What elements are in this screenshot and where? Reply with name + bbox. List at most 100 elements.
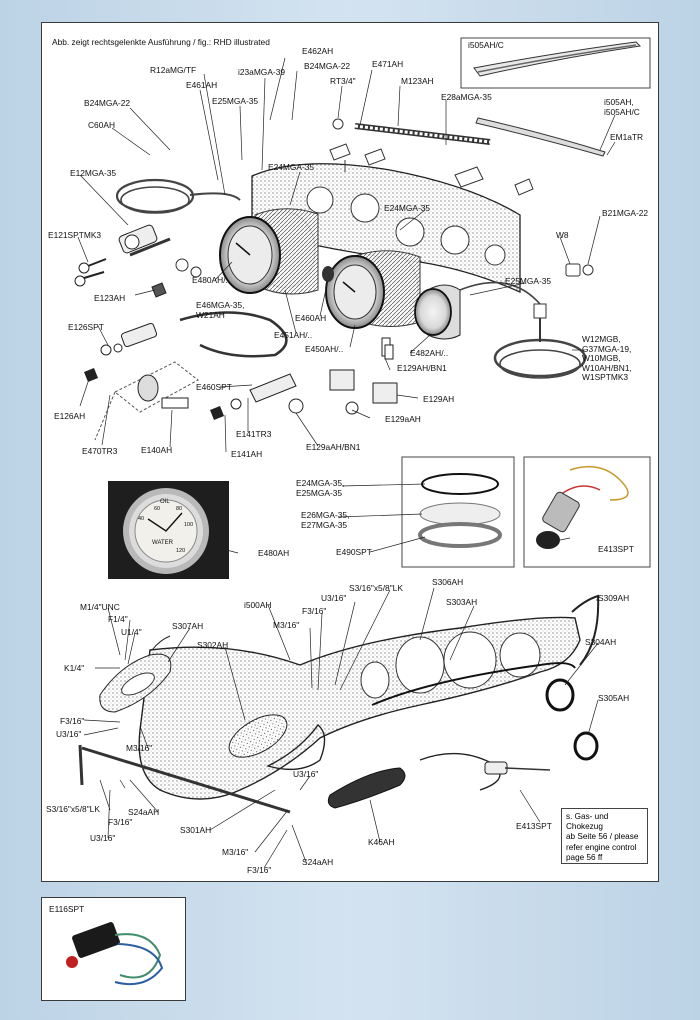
b21-nut [582, 264, 594, 276]
label-e12mga35: E12MGA-35 [70, 168, 117, 178]
cable-m123ah-inner [354, 124, 491, 144]
speedometer-gauge [325, 250, 421, 329]
fascia-seal-s303ah [371, 662, 576, 706]
label-k46ah: K46AH [368, 837, 395, 847]
label-e116spt: E116SPT [49, 904, 85, 914]
trim-strip-i505ah [475, 117, 606, 157]
label-e413spt-a: E413SPT [598, 544, 634, 554]
bracket-2 [364, 148, 386, 166]
gauge-scale-100: 100 [184, 522, 194, 528]
label-u1-4: U1/4" [121, 627, 142, 637]
label-e25mga35-top: E25MGA-35 [212, 96, 259, 106]
pull-handle-k46ah [327, 767, 406, 809]
leader-lines [77, 57, 616, 869]
label-u3-16-l: U3/16" [56, 729, 82, 739]
label-w12mgb-group: W12MGB, G37MGA-19, W10MGB, W10AH/BN1, W1… [582, 334, 632, 383]
toggle-switch-b [372, 382, 398, 404]
lighter-body-lower [484, 761, 508, 775]
label-b21mga22: B21MGA-22 [602, 208, 649, 218]
escutcheon-s305ah [573, 731, 599, 761]
label-e24mga35-a: E24MGA-35 [268, 162, 315, 172]
cigar-lighter-e413spt [536, 465, 629, 549]
label-e123ah: E123AH [94, 293, 126, 303]
label-ring2: E26MGA-35, E27MGA-35 [301, 510, 350, 530]
label-s309ah: S309AH [598, 593, 630, 603]
indicator-dashed-group [114, 361, 199, 413]
label-s307ah: S307AH [172, 621, 204, 631]
trim-strip-highlight [477, 44, 637, 73]
label-i23amga39: i23aMGA-39 [238, 67, 286, 77]
label-b24mga22-left: B24MGA-22 [84, 98, 131, 108]
label-e450ah: E450AH/.. [305, 344, 344, 354]
engine-control-note: s. Gas- und Chokezug ab Seite 56 / pleas… [561, 808, 648, 864]
map-light-s302ah [228, 714, 288, 758]
tacho-cable-e46mga [179, 311, 288, 358]
choke-cable-lower [504, 767, 551, 771]
dashed-leader [94, 391, 116, 441]
label-u3-16-l2: U3/16" [90, 833, 116, 843]
washer-a [175, 258, 189, 272]
bracket-4 [514, 178, 534, 196]
label-e490spt: E490SPT [336, 547, 372, 557]
dash-hole-3 [395, 217, 425, 247]
label-s301ah: S301AH [180, 825, 212, 835]
label-e141tr3: E141TR3 [236, 429, 272, 439]
switch-shaft [129, 237, 171, 257]
label-em1atr: EM1aTR [610, 132, 644, 142]
label-e126spt: E126SPT [68, 322, 104, 332]
label-m3-16-l: M3/16" [126, 743, 153, 753]
gauge-photo-svg [108, 481, 229, 579]
grab-handle-s301ah [266, 723, 326, 771]
label-e470tr3: E470TR3 [82, 446, 118, 456]
label-m3-16-b: M3/16" [222, 847, 249, 857]
label-e451ah: E451AH/.. [274, 330, 313, 340]
escutcheon-s304ah [545, 678, 575, 712]
wiper-switch-e141tr3 [249, 373, 297, 403]
label-e460ah: E460AH [295, 313, 327, 323]
label-s24aah-a: S24aAH [128, 807, 160, 817]
label-e121sptmk3: E121SPTMK3 [48, 230, 102, 240]
label-s24aah-b: S24aAH [302, 857, 334, 867]
label-i505ahc: i505AH/C [468, 40, 504, 50]
label-m1-4unc: M1/4"UNC [80, 602, 120, 612]
washer-b [190, 266, 202, 278]
label-e25mga35-b: E25MGA-35 [505, 276, 552, 286]
terminal-block-e140ah [161, 397, 189, 409]
label-e46mga35: E46MGA-35, W21AH [196, 300, 245, 320]
w8-fitting [565, 263, 581, 277]
label-rt34: RT3/4" [330, 76, 356, 86]
combination-gauge-photo: OIL WATER 40 60 80 100 120 [108, 481, 229, 579]
diagram-caption: Abb. zeigt rechtsgelenkte Ausführung / f… [52, 37, 270, 47]
label-e129ah-bn1: E129AH/BN1 [397, 363, 447, 373]
bezel-chrome-ring [418, 522, 502, 548]
bracket-3 [454, 166, 484, 188]
ignition-switch [118, 224, 158, 254]
lamp-bulb [151, 282, 167, 298]
dash-hole-2 [350, 193, 380, 223]
label-w8: W8 [556, 230, 569, 240]
gauge-water-text: WATER [152, 540, 173, 546]
label-s305ah: S305AH [598, 693, 630, 703]
dash-hole-5 [484, 244, 506, 266]
glovebox-lid-window [121, 672, 155, 696]
label-b24mga22-top: B24MGA-22 [304, 61, 351, 71]
support-bracket [78, 744, 291, 814]
switch-inset-panel [41, 897, 186, 1001]
label-s302ah: S302AH [197, 640, 229, 650]
label-m123ah: M123AH [401, 76, 434, 86]
bezel-glass [419, 502, 501, 526]
label-m3-16-top: M3/16" [273, 620, 300, 630]
label-i500ah: i500AH [244, 600, 272, 610]
label-e140ah: E140AH [141, 445, 173, 455]
gauge-oil-text: OIL [160, 499, 170, 505]
label-r12amg-tf: R12aMG/TF [150, 65, 197, 75]
escutcheon-e129aah-bn1 [288, 398, 304, 414]
label-e480ah-b: E480AH [258, 548, 290, 558]
gauge-scale-80: 80 [176, 506, 183, 512]
label-e28amga35: E28aMGA-35 [441, 92, 492, 102]
label-s3-16x58lk-l: S3/16"x5/8"LK [46, 804, 100, 814]
coil-cable-left-tail [189, 192, 241, 201]
label-e129aah: E129aAH [385, 414, 421, 424]
coil-cable-left [115, 178, 195, 214]
